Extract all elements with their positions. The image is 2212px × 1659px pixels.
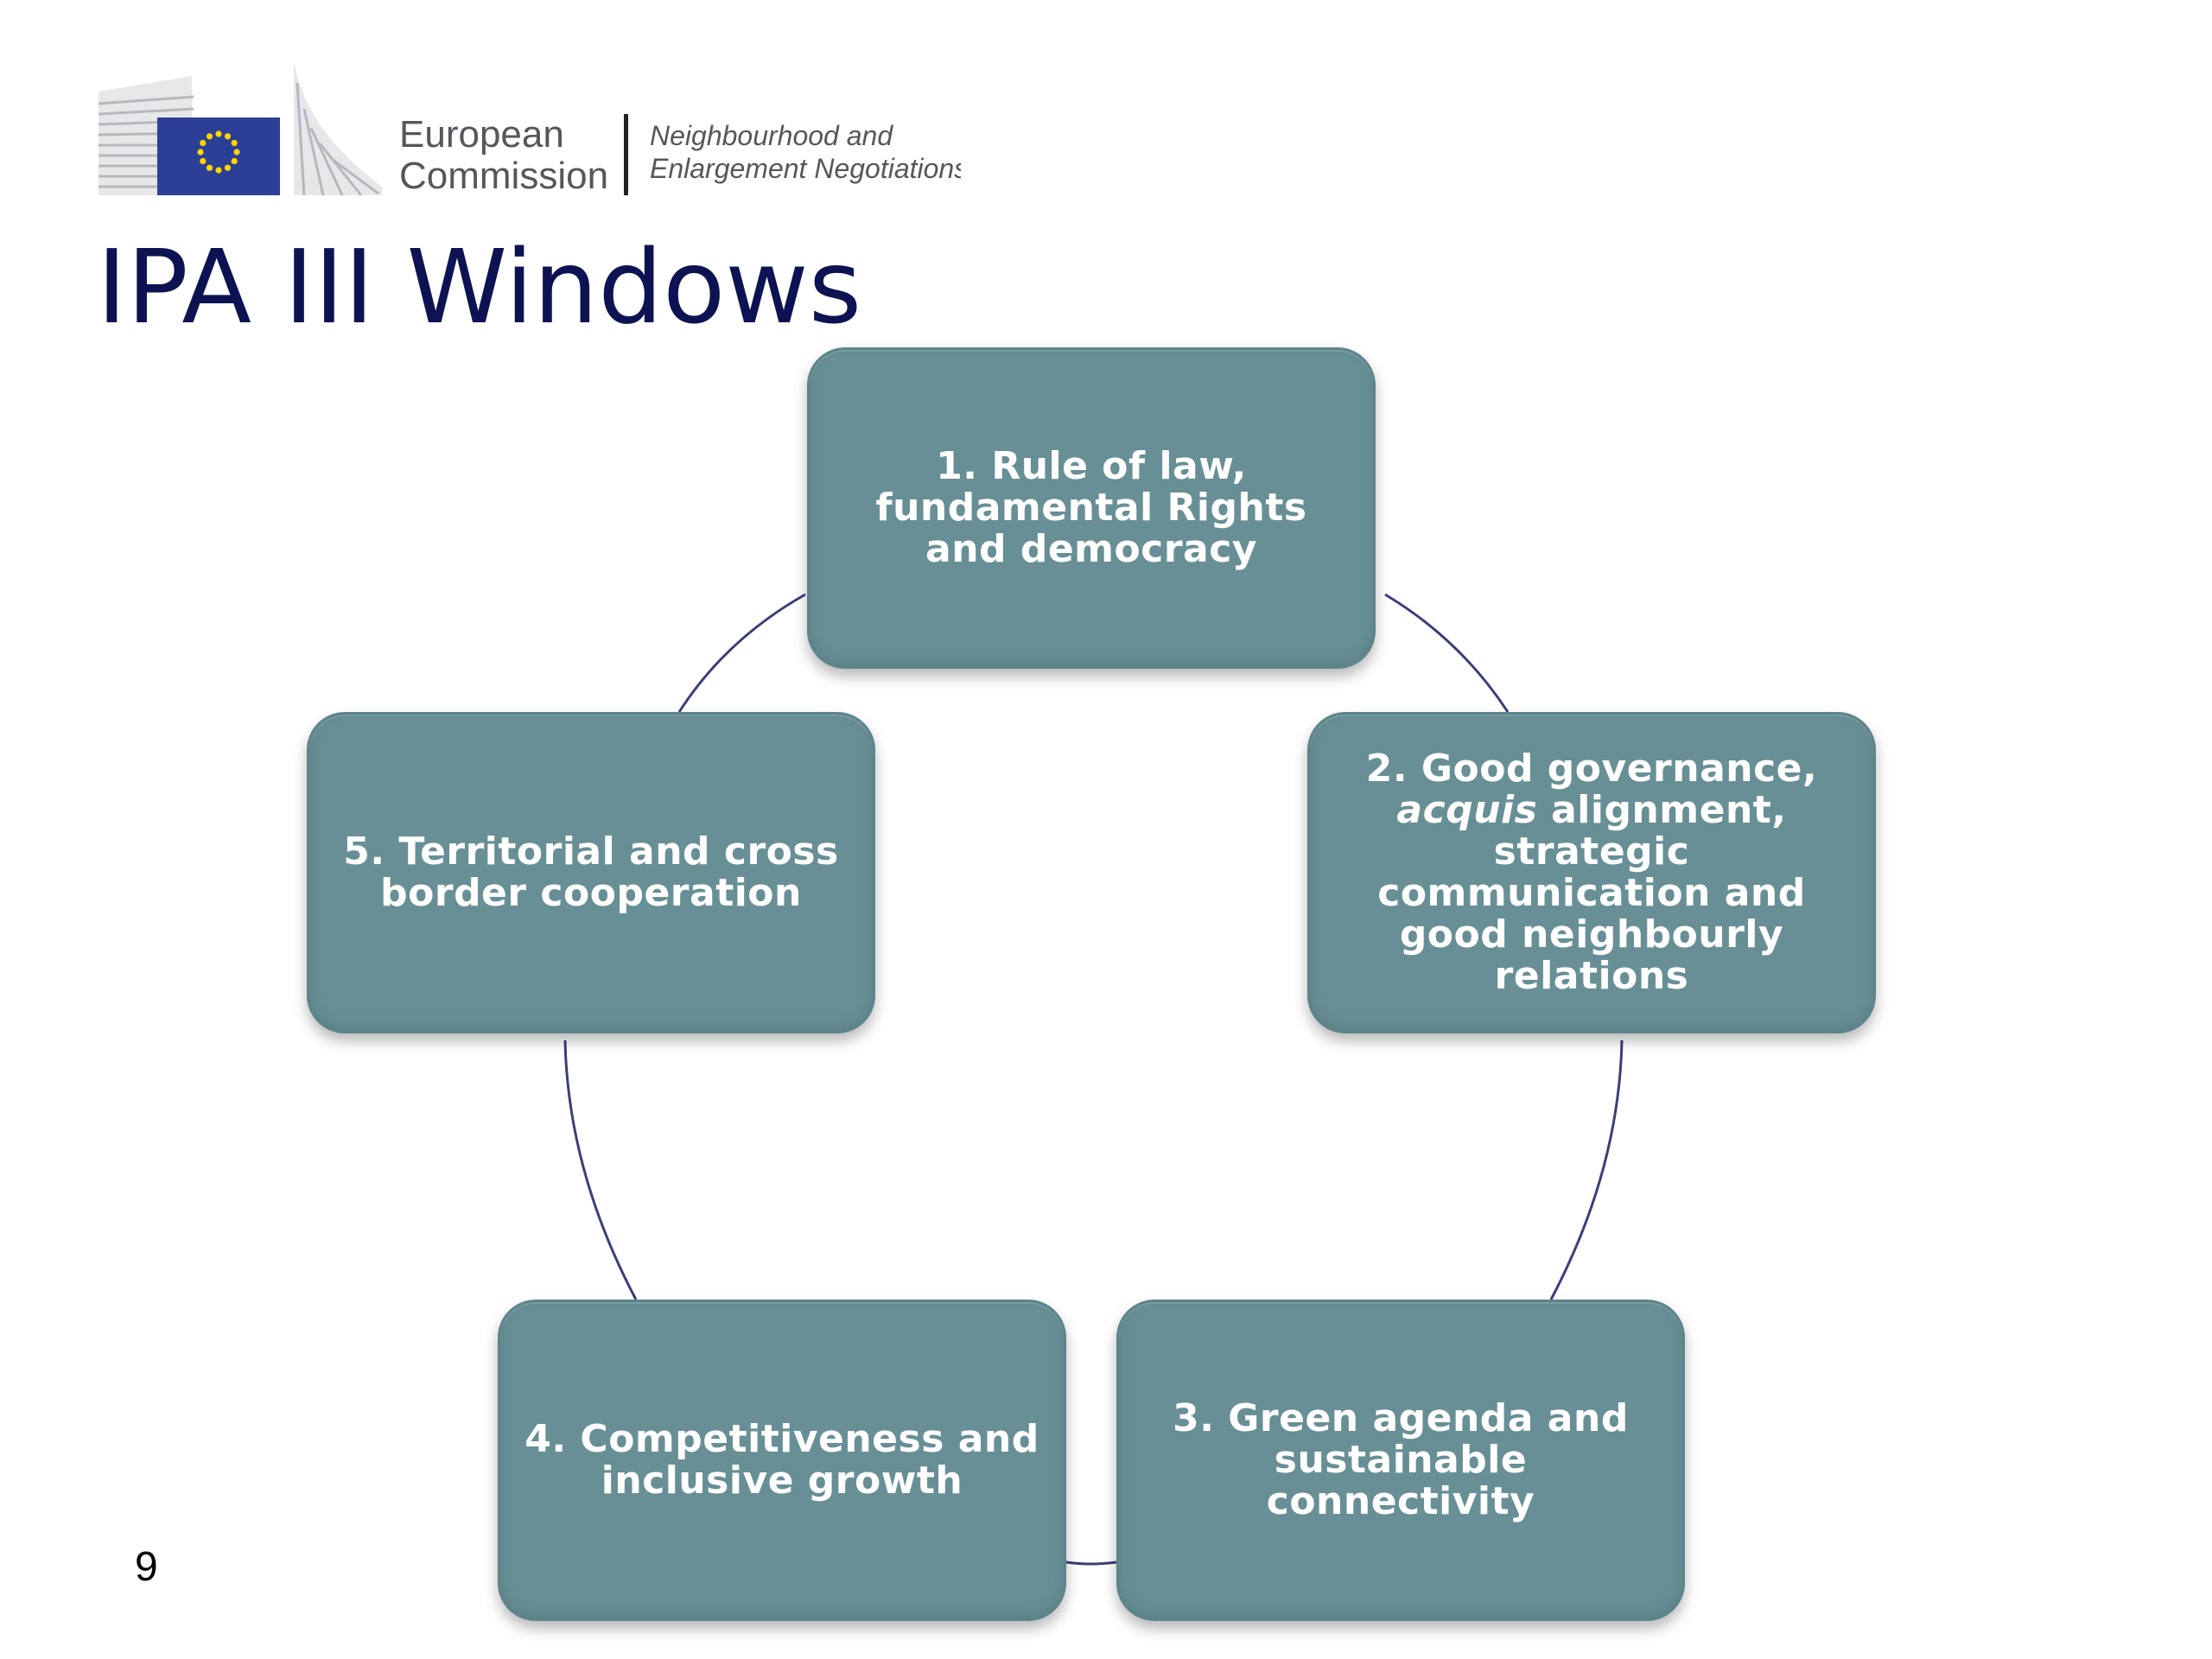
cycle-box-5-territorial: 5. Territorial and cross border cooperat…	[307, 712, 875, 1033]
european-commission-logo: European Commission Neighbourhood and En…	[98, 62, 961, 197]
connector-arc-1-2	[1384, 593, 1510, 713]
cycle-box-1-text: 1. Rule of law, fundamental Rights and d…	[875, 444, 1307, 571]
dept-line1-label: Neighbourhood and	[650, 120, 893, 151]
cycle-box-1-rule-of-law: 1. Rule of law, fundamental Rights and d…	[807, 347, 1376, 669]
dept-line2-label: Enlargement Negotiations	[650, 153, 961, 184]
cycle-box-4-competitiveness: 4. Competitiveness and inclusive growth	[498, 1300, 1066, 1621]
cycle-box-3-green-agenda: 3. Green agenda and sustainable connecti…	[1116, 1300, 1685, 1621]
logo-divider	[624, 114, 628, 195]
building-stripes-right	[294, 62, 382, 196]
eu-stars-icon	[197, 130, 240, 174]
cycle-box-2-text: 2. Good governance, acquis alignment, st…	[1365, 747, 1818, 998]
connector-arc-5-1	[677, 593, 806, 713]
logo-commission-label: Commission	[399, 155, 608, 197]
page-number: 9	[135, 1544, 158, 1590]
connector-arc-2-3	[1549, 1039, 1624, 1300]
cycle-box-3-text: 3. Green agenda and sustainable connecti…	[1173, 1396, 1629, 1523]
slide-title: IPA III Windows	[97, 227, 862, 346]
cycle-box-4-text: 4. Competitiveness and inclusive growth	[524, 1417, 1039, 1503]
logo-european-label: European	[399, 113, 564, 156]
connector-arc-4-5	[563, 1039, 638, 1300]
eu-flag-icon	[157, 118, 280, 195]
cycle-box-5-text: 5. Territorial and cross border cooperat…	[343, 830, 839, 915]
cycle-box-2-good-governance: 2. Good governance, acquis alignment, st…	[1307, 712, 1876, 1033]
connector-arc-3-4	[1065, 1560, 1117, 1566]
